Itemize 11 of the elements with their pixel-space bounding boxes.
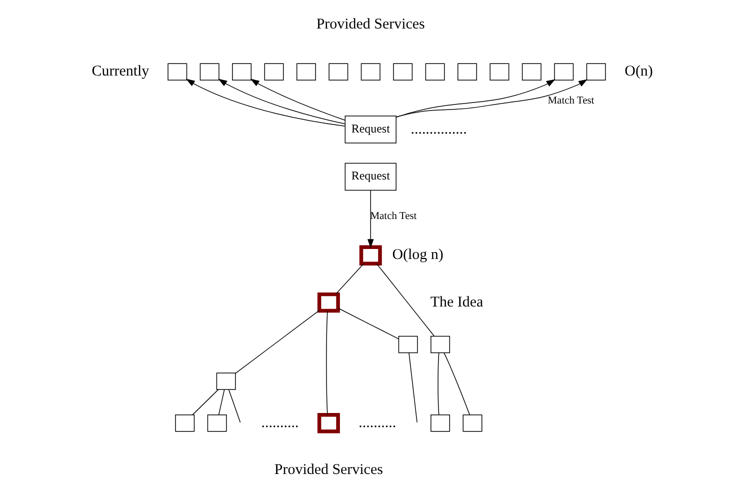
label: O(log n) — [392, 247, 443, 264]
label: Provided Services — [274, 462, 382, 478]
label: .......... — [260, 414, 298, 431]
label: Provided Services — [316, 16, 424, 32]
label: .......... — [358, 414, 396, 431]
label: Currently — [91, 64, 149, 80]
edge-label: Match Test — [370, 210, 416, 222]
label: O(n) — [624, 64, 652, 80]
label: The Idea — [430, 294, 483, 310]
label: ............... — [410, 121, 466, 138]
edge-label: Match Test — [547, 95, 594, 106]
